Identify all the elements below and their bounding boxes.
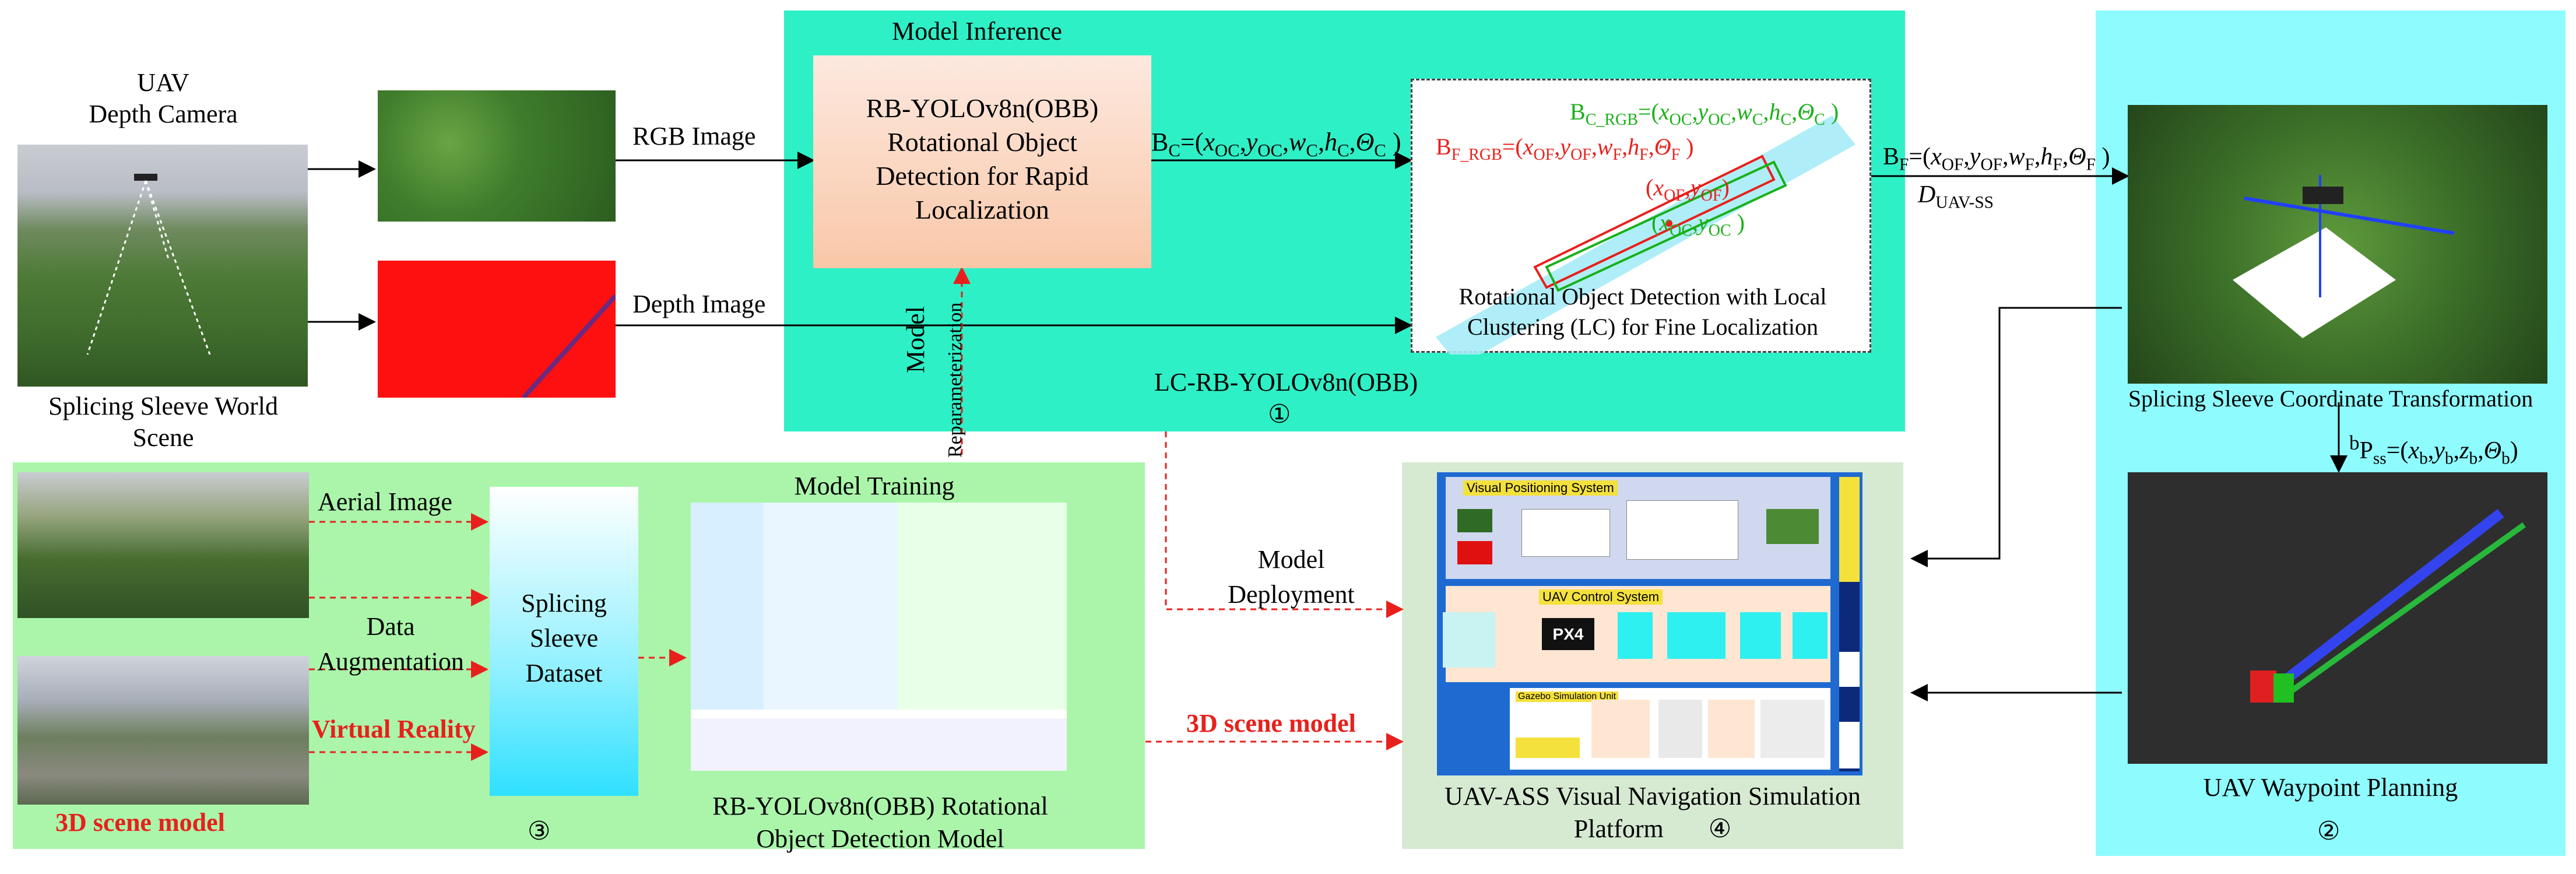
aerial-image [17,472,309,618]
gazebo-title: Gazebo Simulation Unit [1516,692,1619,702]
num-3: ③ [528,817,551,845]
bc-formula: BC=(xOC,yOC,wC,hC,ΘC ) [1151,128,1401,160]
vps-section: Visual Positioning System [1446,477,1830,579]
rgb-image-label: RGB Image [632,122,756,150]
num-1: ① [1268,400,1291,429]
vps-recog-box [1521,509,1610,557]
gazebo-logo [1516,738,1580,758]
tower-box [1708,700,1755,758]
scene-model-left: 3D scene model [55,808,225,837]
dataset-box: Splicing Sleeve Dataset [490,487,638,796]
comm-strip [1839,477,1860,582]
mavlink-strip [1839,652,1860,687]
reparam-rotated: Reparameterization [944,302,966,458]
vps-title: Visual Positioning System [1463,480,1618,496]
bf-formula: BF=(xOF,yOF,wF,hF,ΘF ) [1883,143,2110,174]
model-rotated: Model [901,306,930,373]
vps-precise-box [1626,500,1738,560]
vr-scene-image [17,656,309,805]
num-2: ② [2317,817,2340,845]
px4-fc-box [1618,612,1653,659]
transform-label: Splicing Sleeve Coordinate Transformatio… [2128,385,2533,412]
pss-formula: bPss=(xb,yb,zb,Θb) [2349,431,2518,468]
center-fine: (xOF,yOF) [1646,174,1730,205]
world-scene-image [17,145,308,387]
platform-screenshot: Visual Positioning System UAV Control Sy… [1437,472,1862,775]
depth-image [378,261,616,398]
d-uav-ss: DUAV-SS [1918,181,1994,212]
training-architecture [691,503,1067,771]
scene-model-mid: 3D scene model [1186,709,1356,738]
vps-result-icon [1766,509,1819,544]
depth-image-label: Depth Image [632,290,766,318]
assvs-box [1443,612,1495,668]
ucs-section: UAV Control System PX4 [1446,586,1830,682]
ucs-title: UAV Control System [1539,589,1663,605]
lc-box: BC_RGB=(xOC,yOC,wC,hC,ΘC ) BF_RGB=(xOF,y… [1411,79,1871,354]
uav-camera-rays [86,174,211,355]
training-title: Model Training [794,472,955,500]
waypoint-box [1740,612,1781,659]
uav-model-icon [2303,187,2343,204]
num-4: ④ [1708,815,1732,843]
center-coarse: (xOC,yOC ) [1651,209,1745,240]
platform-label: UAV-ASS Visual Navigation Simulation Pla… [1444,782,1861,843]
vps-rgb-icon [1457,509,1492,532]
px4-cmd-box [1793,612,1828,659]
uav-box [1658,700,1702,758]
dyn-model-box [1591,700,1650,758]
waypoint-image [2128,472,2547,764]
bc-rgb-formula: BC_RGB=(xOC,yOC,wC,hC,ΘC ) [1570,99,1839,129]
vr-label: Virtual Reality [312,715,476,743]
rgb-image [378,90,616,222]
waypoint-label: UAV Waypoint Planning [2203,773,2458,802]
uav-icon [134,174,157,181]
inference-title: Model Inference [892,17,1062,45]
px4-strip [1839,722,1860,768]
uav-ss-box [1667,612,1725,659]
vps-depth-icon [1457,541,1492,564]
transform-image [2128,105,2547,384]
aerial-label: Aerial Image [318,487,452,516]
bf-rgb-formula: BF_RGB=(xOF,yOF,wF,hF,ΘF ) [1436,134,1694,164]
rb-yolo-box: RB-YOLOv8n(OBB) Rotational Object Detect… [813,55,1151,268]
lc-rb-yolo-label: LC-RB-YOLOv8n(OBB) [1154,368,1418,396]
gazebo-section: Gazebo Simulation Unit [1510,688,1830,770]
scene3d-box [1760,700,1825,758]
comm-layer [1839,477,1860,771]
px4-logo: PX4 [1542,618,1594,650]
